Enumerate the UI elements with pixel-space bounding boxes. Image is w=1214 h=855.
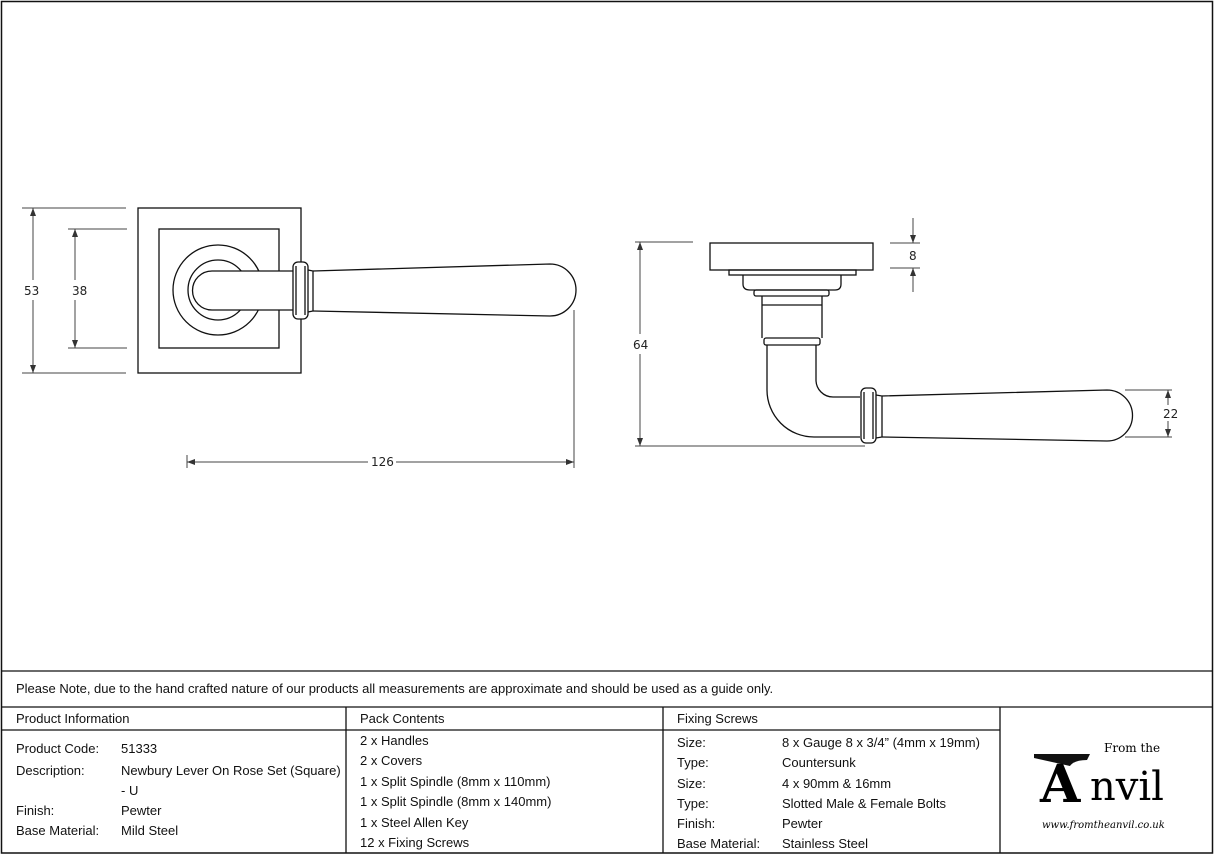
screw-label: Size: [677, 776, 706, 791]
finish-value: Pewter [121, 803, 162, 818]
dim-22: 22 [1163, 407, 1178, 421]
pack-item: 1 x Split Spindle (8mm x 140mm) [360, 794, 552, 809]
screw-value: Pewter [782, 816, 823, 831]
product-code-value: 51333 [121, 741, 158, 756]
logo-rest: nvil [1090, 764, 1164, 810]
screw-value: Stainless Steel [782, 836, 868, 851]
screw-label: Base Material: [677, 836, 761, 851]
finish-label: Finish: [16, 803, 55, 818]
screw-label: Type: [677, 796, 709, 811]
logo-from-the: From the [1104, 741, 1160, 755]
product-info-header: Product Information [16, 711, 130, 726]
description-value-cont: - U [121, 783, 139, 798]
disclaimer-note: Please Note, due to the hand crafted nat… [16, 681, 774, 696]
screw-label: Size: [677, 735, 706, 750]
description-label: Description: [16, 763, 85, 778]
anvil-icon [1034, 754, 1090, 766]
pack-item: 12 x Fixing Screws [360, 835, 470, 850]
product-code-label: Product Code: [16, 741, 100, 756]
logo-initial: A [1039, 754, 1081, 815]
dim-53: 53 [24, 284, 39, 298]
screw-value: 8 x Gauge 8 x 3/4” (4mm x 19mm) [782, 735, 980, 750]
pack-item: 2 x Handles [360, 733, 429, 748]
dim-38: 38 [72, 284, 87, 298]
screw-value: 4 x 90mm & 16mm [782, 776, 892, 791]
logo-url: www.fromtheanvil.co.uk [1042, 820, 1165, 831]
screw-label: Finish: [677, 816, 716, 831]
dim-64: 64 [633, 338, 648, 352]
base-material-value: Mild Steel [121, 823, 179, 838]
from-the-anvil-logo: From the A nvil www.fromtheanvil.co.uk [1034, 741, 1165, 831]
pack-item: 2 x Covers [360, 753, 423, 768]
fixing-screws-header: Fixing Screws [677, 711, 758, 726]
dim-126: 126 [371, 455, 394, 469]
pack-item: 1 x Steel Allen Key [360, 815, 469, 830]
screw-value: Slotted Male & Female Bolts [782, 796, 947, 811]
screw-value: Countersunk [782, 755, 856, 770]
pack-contents-header: Pack Contents [360, 711, 445, 726]
side-view-lever [709, 242, 1134, 444]
front-view-lever [137, 207, 577, 374]
screw-label: Type: [677, 755, 709, 770]
pack-item: 1 x Split Spindle (8mm x 110mm) [360, 774, 551, 789]
description-value: Newbury Lever On Rose Set (Square) [121, 763, 341, 778]
base-material-label: Base Material: [16, 823, 100, 838]
dim-8: 8 [909, 249, 917, 263]
